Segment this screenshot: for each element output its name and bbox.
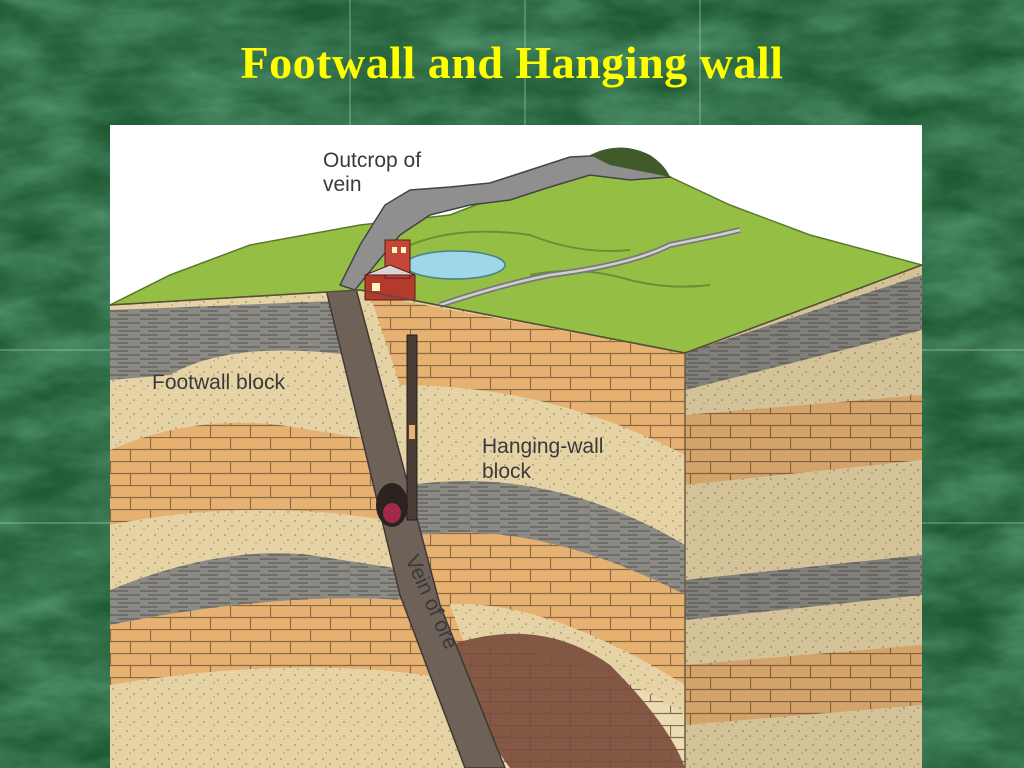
- ore-body: [450, 633, 685, 768]
- side-shale-mid: [685, 555, 922, 620]
- grid-lines: [0, 0, 1024, 524]
- footwall-brick-upper: [110, 422, 415, 525]
- side-brick-upper: [685, 395, 922, 485]
- hanging-shale-band: [410, 481, 685, 595]
- block-diagram: Outcrop of vein Footwall block Hanging-w…: [110, 125, 922, 768]
- footwall-shale-top: [110, 300, 360, 380]
- footwall-brick-lower: [110, 598, 480, 685]
- tunnel-icon: [376, 483, 408, 527]
- side-shale-top: [685, 275, 922, 390]
- outcrop-label-line2: vein: [323, 173, 362, 196]
- hanging-brick-top: [370, 295, 685, 455]
- hanging-wall-label-line1: Hanging-wall: [482, 435, 603, 458]
- side-face: [685, 265, 922, 768]
- footwall-label: Footwall block: [152, 371, 286, 394]
- front-face: [110, 290, 685, 768]
- side-brick-lower: [685, 645, 922, 725]
- vein: [324, 290, 507, 768]
- footwall-shale-mid: [110, 553, 450, 625]
- mine-shaft-icon: [406, 334, 418, 521]
- outcrop-label-line1: Outcrop of: [323, 149, 421, 172]
- pond-icon: [404, 250, 506, 280]
- hanging-wall-label-line2: block: [482, 460, 532, 483]
- hanging-brick-mid: [420, 532, 685, 685]
- slide-title: Footwall and Hanging wall: [240, 37, 784, 88]
